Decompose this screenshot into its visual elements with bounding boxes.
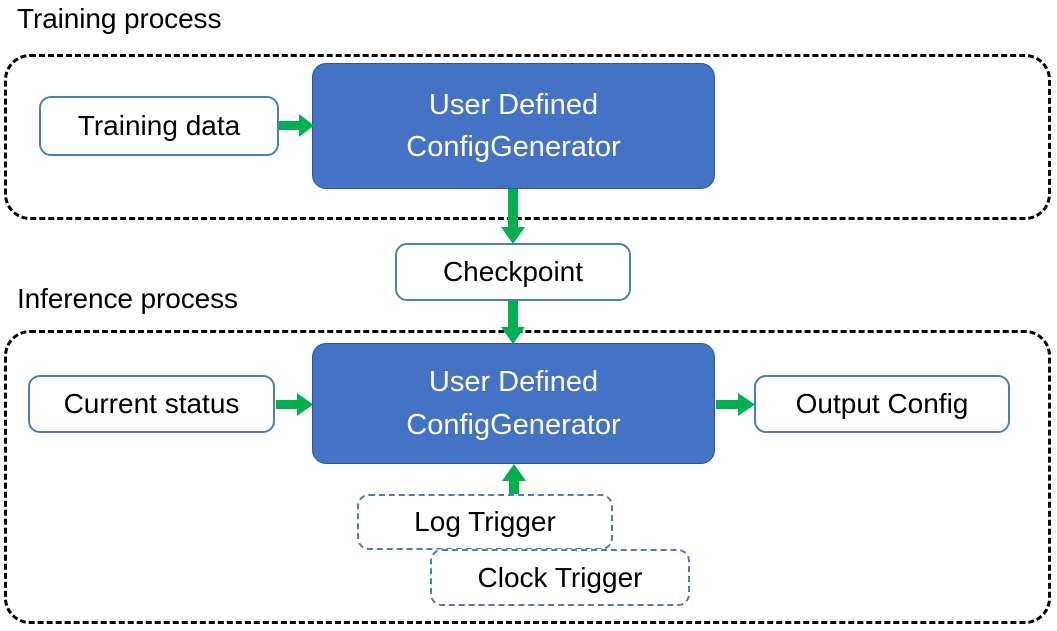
current-status-box[interactable]: Current status <box>28 375 275 433</box>
arrow-trigger-to-process-icon <box>500 464 528 506</box>
output-config-box[interactable]: Output Config <box>754 375 1010 433</box>
arrow-process-to-output-config-icon <box>716 391 756 419</box>
inference-config-generator-line2: ConfigGenerator <box>406 408 621 441</box>
inference-process-label: Inference process <box>17 283 238 314</box>
training-process-container <box>4 54 1051 220</box>
training-data-box[interactable]: Training data <box>39 96 279 156</box>
training-config-generator-box[interactable]: User Defined ConfigGenerator <box>312 63 715 189</box>
clock-trigger-box[interactable]: Clock Trigger <box>430 549 690 606</box>
arrow-training-data-to-process-icon <box>279 112 315 140</box>
checkpoint-box[interactable]: Checkpoint <box>395 243 631 301</box>
training-config-generator-line2: ConfigGenerator <box>406 131 621 163</box>
inference-config-generator-box[interactable]: User Defined ConfigGenerator <box>312 343 715 464</box>
inference-config-generator-line1: User Defined <box>428 366 599 399</box>
training-config-generator-line1: User Defined <box>428 88 599 121</box>
arrow-current-status-to-process-icon <box>276 391 314 419</box>
arrow-checkpoint-to-process-icon <box>499 301 527 345</box>
inference-process-container <box>4 330 1051 624</box>
arrow-process-to-checkpoint-icon <box>499 189 527 245</box>
training-process-label: Training process <box>17 3 222 34</box>
log-trigger-box[interactable]: Log Trigger <box>357 494 613 550</box>
